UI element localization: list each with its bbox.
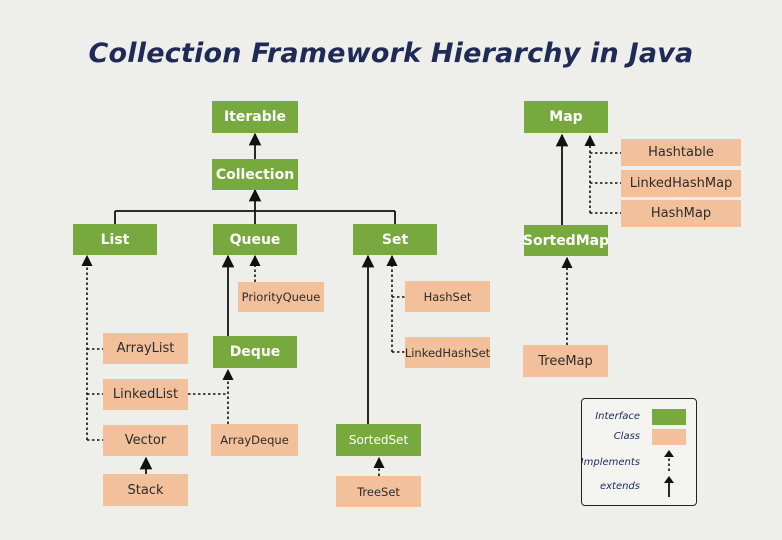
node-vector: Vector	[103, 425, 188, 456]
node-priorityqueue: PriorityQueue	[238, 282, 324, 312]
legend-interface-label: Interface	[595, 411, 640, 422]
node-queue: Queue	[213, 224, 297, 255]
node-arraydeque: ArrayDeque	[211, 424, 298, 456]
node-collection: Collection	[212, 159, 298, 190]
node-hashtable: Hashtable	[621, 139, 741, 166]
legend: Interface Class Implements extends	[581, 398, 697, 506]
node-set: Set	[353, 224, 437, 255]
node-hashset: HashSet	[405, 281, 490, 312]
node-linkedlist: LinkedList	[103, 379, 188, 410]
node-treemap: TreeMap	[523, 345, 608, 377]
legend-extends-arrow	[664, 476, 674, 497]
node-iterable: Iterable	[212, 101, 298, 133]
node-hashmap: HashMap	[621, 200, 741, 227]
legend-interface-swatch	[652, 409, 686, 425]
node-linkedhashmap: LinkedHashMap	[621, 170, 741, 197]
node-stack: Stack	[103, 474, 188, 506]
legend-extends-label: extends	[599, 481, 640, 492]
node-arraylist: ArrayList	[103, 333, 188, 364]
node-treeset: TreeSet	[336, 476, 421, 507]
legend-implements-label: Implements	[580, 457, 640, 468]
diagram-title: Collection Framework Hierarchy in Java	[88, 38, 694, 69]
node-list: List	[73, 224, 157, 255]
legend-class-label: Class	[613, 431, 640, 442]
legend-class-swatch	[652, 429, 686, 445]
node-sortedmap: SortedMap	[523, 225, 609, 256]
node-map: Map	[524, 101, 608, 133]
legend-implements-arrow	[664, 450, 674, 471]
node-deque: Deque	[213, 336, 297, 368]
node-sortedset: SortedSet	[336, 424, 421, 456]
node-linkedhashset: LinkedHashSet	[405, 337, 490, 368]
